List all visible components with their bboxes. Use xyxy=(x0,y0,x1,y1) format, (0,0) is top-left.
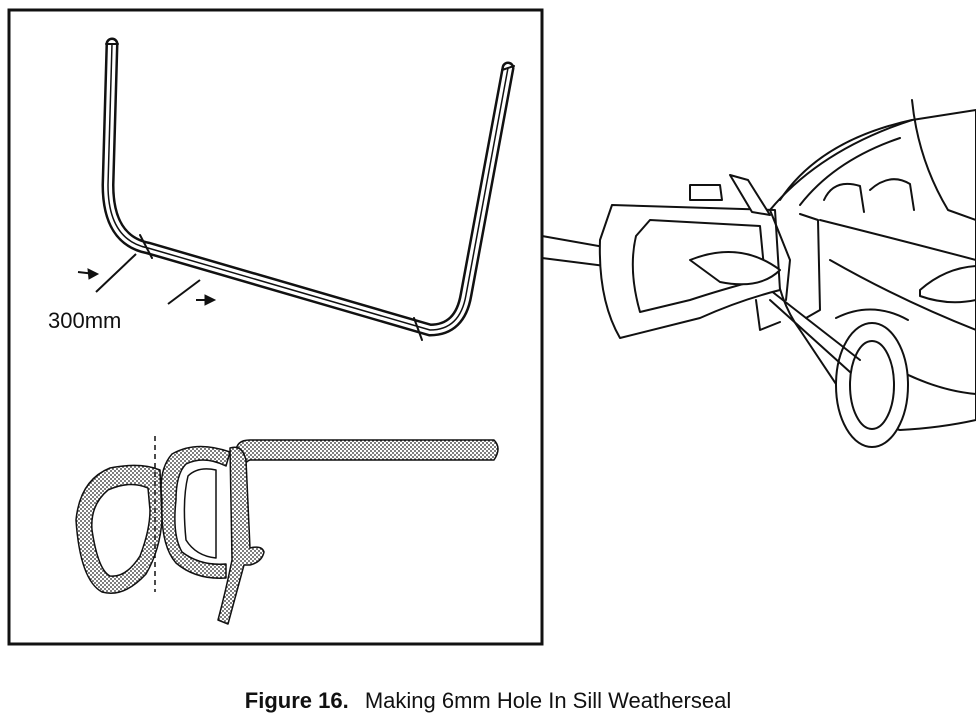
measurement-label: 300mm xyxy=(48,308,121,333)
dimension-arrows xyxy=(77,253,217,306)
caption-number: Figure 16. xyxy=(244,688,349,713)
detail-frame xyxy=(7,8,544,646)
weatherseal-cross-section xyxy=(75,439,499,625)
caption-text: Making 6mm Hole In Sill Weatherseal xyxy=(364,688,732,713)
vehicle-illustration xyxy=(598,99,976,448)
weatherseal-u-shape xyxy=(101,37,515,341)
figure-caption: Figure 16. Making 6mm Hole In Sill Weath… xyxy=(0,688,976,714)
